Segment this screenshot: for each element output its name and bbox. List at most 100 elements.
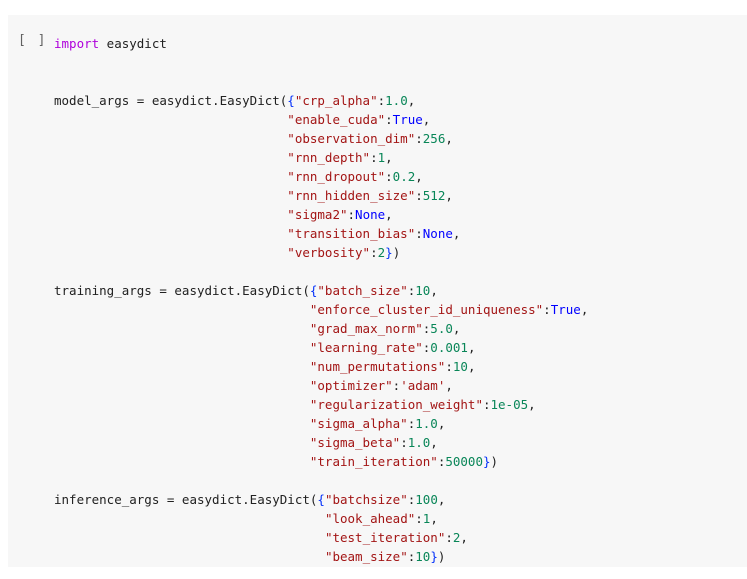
code-token: 0.2: [392, 169, 416, 184]
code-line: "sigma2":None,: [54, 205, 588, 224]
code-token: [54, 416, 310, 431]
code-token: :: [377, 93, 386, 108]
code-token: "rnn_depth": [287, 150, 371, 165]
code-line: "rnn_depth":1,: [54, 148, 588, 167]
code-token: 2: [377, 245, 386, 260]
code-token: ,: [385, 207, 393, 222]
code-token: "enforce_cluster_id_uniqueness": [309, 302, 544, 317]
code-line: "regularization_weight":1e-05,: [54, 395, 588, 414]
code-line: "grad_max_norm":5.0,: [54, 319, 588, 338]
code-token: 1e-05: [490, 397, 529, 412]
code-token: }: [385, 245, 393, 260]
code-token: [54, 302, 310, 317]
code-token: 1.0: [415, 416, 438, 431]
code-token: ,: [467, 359, 476, 374]
code-line: "enforce_cluster_id_uniqueness":True,: [54, 300, 588, 319]
code-token: [54, 131, 287, 146]
code-token: :: [422, 340, 431, 355]
code-token: [54, 454, 310, 469]
code-token: ,: [415, 169, 423, 184]
code-token: [54, 150, 287, 165]
code-token: 256: [422, 131, 446, 146]
code-token: ): [392, 245, 401, 260]
code-token: 10: [415, 283, 431, 298]
code-token: [54, 340, 310, 355]
code-token: 50000: [445, 454, 483, 469]
code-token: easydict: [99, 36, 167, 51]
code-token: ,: [437, 416, 446, 431]
code-token: 10: [452, 359, 468, 374]
code-token: "crp_alpha": [294, 93, 378, 108]
code-token: :: [415, 226, 423, 241]
code-token: }: [430, 549, 438, 564]
code-token: 1: [422, 511, 431, 526]
code-token: model_args = easydict.EasyDict(: [54, 93, 288, 108]
code-token: "train_iteration": [309, 454, 438, 469]
code-line: "enable_cuda":True,: [54, 110, 588, 129]
code-line: "beam_size":10}): [54, 547, 588, 566]
code-token: "transition_bias": [287, 226, 416, 241]
code-token: "beam_size": [324, 549, 408, 564]
code-token: [54, 511, 325, 526]
code-cell[interactable]: [ ] import easydict model_args = easydict…: [8, 15, 747, 567]
code-token: :: [415, 131, 423, 146]
code-line: "train_iteration":50000}): [54, 452, 588, 471]
code-token: ,: [445, 188, 453, 203]
code-token: ,: [580, 302, 589, 317]
code-token: 5.0: [430, 321, 453, 336]
code-token: [54, 226, 287, 241]
code-token: :: [370, 245, 378, 260]
code-token: ,: [467, 340, 476, 355]
code-line: [54, 471, 588, 490]
code-token: ): [490, 454, 499, 469]
code-token: 2: [452, 530, 461, 545]
code-token: :: [482, 397, 491, 412]
code-token: ,: [460, 530, 468, 545]
code-token: 100: [415, 492, 438, 507]
code-token: None: [355, 207, 386, 222]
code-token: "batch_size": [317, 283, 408, 298]
code-token: "sigma2": [287, 207, 348, 222]
code-line: "optimizer":'adam',: [54, 376, 588, 395]
code-token: :: [347, 207, 356, 222]
code-token: 0.001: [430, 340, 468, 355]
code-token: ,: [430, 511, 438, 526]
code-token: 1: [377, 150, 386, 165]
code-line: "look_ahead":1,: [54, 509, 588, 528]
code-line: import easydict: [54, 34, 588, 53]
code-token: ,: [430, 283, 438, 298]
code-token: :: [370, 150, 378, 165]
code-line: "verbosity":2}): [54, 243, 588, 262]
code-line: [54, 72, 588, 91]
code-token: ,: [430, 435, 438, 450]
code-token: :: [445, 530, 453, 545]
code-token: ,: [422, 112, 431, 127]
code-token: [54, 188, 287, 203]
code-token: :: [407, 416, 416, 431]
code-token: "rnn_hidden_size": [287, 188, 416, 203]
code-token: "observation_dim": [287, 131, 416, 146]
code-token: "grad_max_norm": [309, 321, 423, 336]
code-token: ,: [452, 321, 461, 336]
code-token: [54, 321, 310, 336]
code-token: [54, 530, 325, 545]
code-token: {: [317, 492, 325, 507]
code-token: [54, 245, 287, 260]
code-token: [54, 378, 310, 393]
code-token: :: [437, 454, 446, 469]
code-token: ,: [445, 131, 453, 146]
code-token: None: [422, 226, 453, 241]
code-token: :: [385, 112, 393, 127]
code-line: "rnn_hidden_size":512,: [54, 186, 588, 205]
run-cell-indicator[interactable]: [ ]: [18, 33, 48, 48]
code-token: "look_ahead": [324, 511, 416, 526]
code-token: :: [407, 492, 416, 507]
code-token: "batchsize": [324, 492, 408, 507]
code-line: model_args = easydict.EasyDict({"crp_alp…: [54, 91, 588, 110]
code-token: [54, 112, 287, 127]
code-token: :: [415, 511, 423, 526]
code-token: :: [422, 321, 431, 336]
code-token: "verbosity": [287, 245, 371, 260]
code-token: :: [543, 302, 551, 317]
code-editor[interactable]: import easydict model_args = easydict.Eas…: [54, 34, 588, 566]
